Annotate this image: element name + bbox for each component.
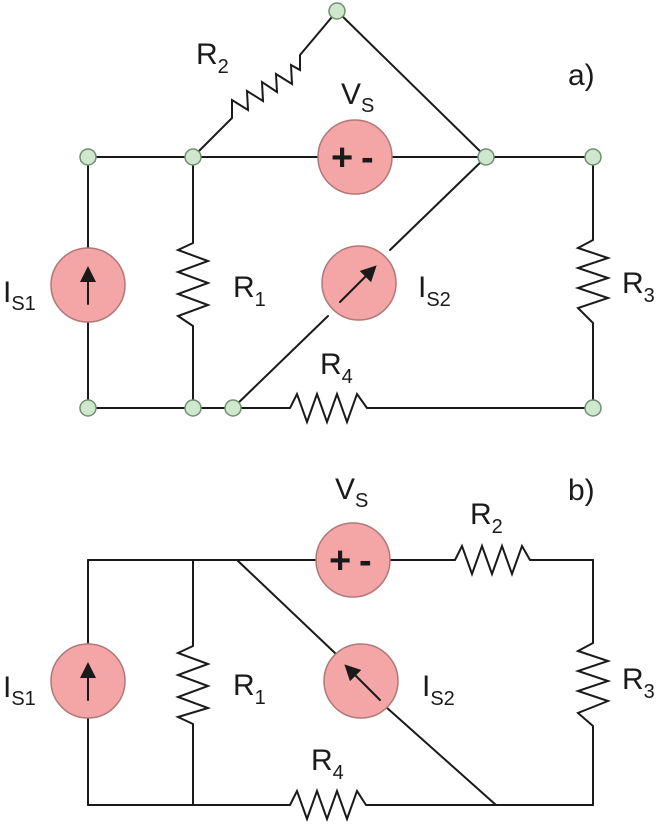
label-r3-b: R3 <box>622 663 655 703</box>
minus-icon: - <box>359 540 372 582</box>
current-arrow-icon <box>339 265 377 303</box>
plus-icon: + <box>331 137 353 179</box>
resistor-r4-b <box>289 788 367 822</box>
circuit-a: a) <box>3 2 655 425</box>
resistor-r2-b <box>454 543 531 577</box>
plus-icon: + <box>329 540 351 582</box>
label-r2-b: R2 <box>470 498 503 538</box>
diagram-b-tag: b) <box>568 474 595 507</box>
voltage-source-vs-a: + - <box>317 119 393 195</box>
label-r4-a: R4 <box>320 348 353 388</box>
current-source-is2-b <box>323 643 399 719</box>
minus-icon: - <box>361 137 374 179</box>
label-is2-a: IS2 <box>418 271 451 311</box>
current-source-is1-a <box>50 247 126 323</box>
current-source-is2-a <box>321 245 397 321</box>
resistor-r3-b <box>574 642 612 727</box>
resistor-r1-a <box>175 242 211 327</box>
voltage-source-vs-b: + - <box>315 522 391 598</box>
resistor-r2-a <box>231 55 301 118</box>
resistor-r4-a <box>289 391 368 425</box>
label-vs-b: VS <box>335 473 368 512</box>
nodes-a <box>79 2 602 417</box>
resistor-r3-a <box>574 239 612 324</box>
label-r2-a: R2 <box>196 38 229 78</box>
label-r1-b: R1 <box>233 669 266 709</box>
label-r4-b: R4 <box>311 744 344 784</box>
label-is2-b: IS2 <box>422 670 455 710</box>
resistor-r1-b <box>175 645 212 725</box>
current-arrow-icon <box>344 664 381 701</box>
circuit-b: b) + - <box>3 473 655 822</box>
diagram-a-tag: a) <box>568 59 595 92</box>
label-is1-a: IS1 <box>3 276 36 315</box>
wires-b <box>87 559 594 806</box>
current-source-is1-b <box>50 643 126 719</box>
label-r3-a: R3 <box>622 267 655 307</box>
label-r1-a: R1 <box>233 271 266 311</box>
label-vs-a: VS <box>341 78 374 117</box>
label-is1-b: IS1 <box>3 671 36 710</box>
